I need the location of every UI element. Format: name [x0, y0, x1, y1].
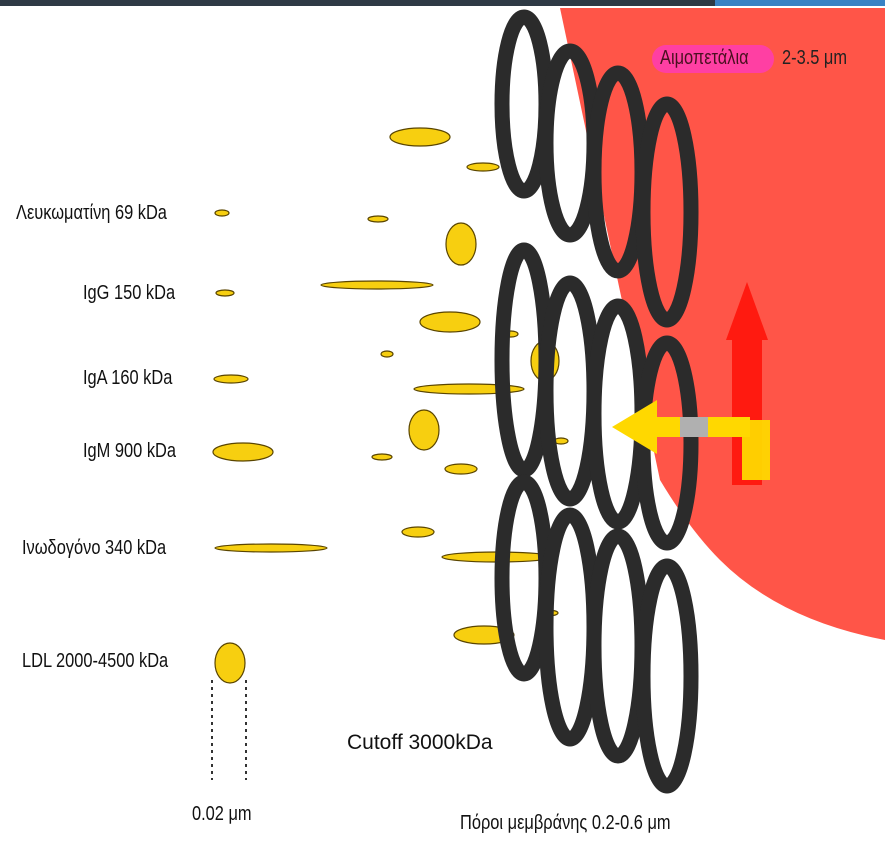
membrane-pores — [494, 9, 699, 794]
platelet-label: Αιμοπετάλια 2-3.5 μm — [652, 44, 847, 74]
particle — [445, 222, 477, 266]
particle — [444, 463, 478, 475]
platelet-name: Αιμοπετάλια — [660, 47, 749, 69]
fibrinogen-particle — [214, 543, 328, 553]
particle — [380, 350, 394, 358]
particle — [466, 162, 500, 172]
platelet-highlight — [652, 45, 774, 73]
pore-ring — [586, 528, 650, 764]
pore-ring — [538, 43, 602, 243]
molecule-legend-shapes — [212, 209, 328, 684]
pores-label: Πόροι μεμβράνης 0.2-0.6 μm — [460, 812, 671, 834]
molecule-label-albumin: Λευκωματίνη 69 kDa — [16, 202, 167, 224]
top-bar-accent — [715, 0, 885, 6]
transit-particles — [320, 127, 569, 645]
particle — [419, 311, 481, 333]
top-bar — [0, 0, 885, 6]
filtration-arrow — [612, 400, 770, 480]
pore-ring — [538, 275, 602, 507]
particle — [367, 215, 389, 223]
platelet-size: 2-3.5 μm — [782, 47, 848, 69]
molecule-label-iga: IgA 160 kDa — [83, 367, 173, 389]
particle — [408, 409, 440, 451]
igm-particle — [212, 442, 274, 462]
molecule-label-fibrinogen: Ινωδογόνο 340 kDa — [22, 537, 167, 559]
particle — [371, 453, 393, 461]
particle — [389, 127, 451, 147]
cutoff-label: Cutoff 3000kDa — [347, 731, 493, 754]
pore-ring — [635, 96, 699, 328]
pore-ring — [538, 507, 602, 747]
scale-lines — [211, 680, 247, 780]
pore-ring — [635, 558, 699, 794]
pore-ring — [494, 242, 554, 478]
igg-particle — [215, 289, 235, 297]
particle — [320, 280, 434, 290]
molecule-label-ldl: LDL 2000-4500 kDa — [22, 650, 169, 672]
iga-particle — [213, 374, 249, 384]
scale-label: 0.02 μm — [192, 803, 252, 825]
particle — [401, 526, 435, 538]
molecule-label-igm: IgM 900 kDa — [83, 440, 176, 462]
albumin-particle — [214, 209, 230, 217]
molecule-label-igg: IgG 150 kDa — [83, 282, 176, 304]
ldl-particle — [214, 642, 246, 684]
